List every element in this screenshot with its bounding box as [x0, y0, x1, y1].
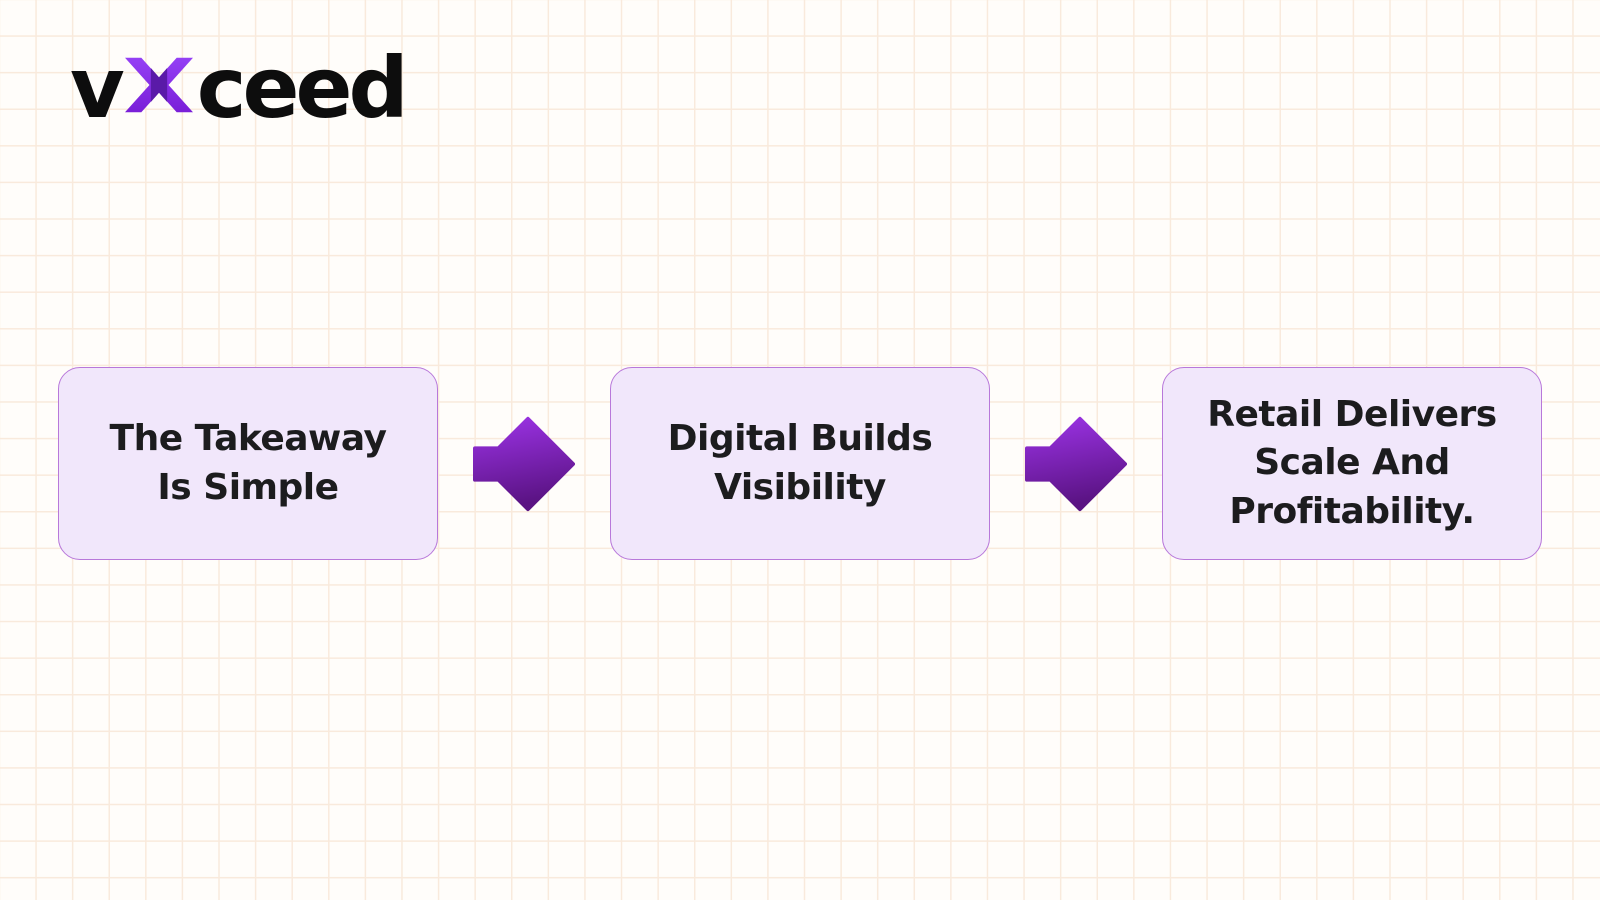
flow-step-label: Retail Delivers Scale And Profitability.	[1207, 393, 1497, 532]
vxceed-x-icon	[124, 57, 193, 113]
flow-step-digital: Digital Builds Visibility	[610, 367, 990, 560]
arrow-right-icon	[1025, 416, 1127, 511]
flow-diagram: The Takeaway Is Simple Digital Builds Vi…	[0, 367, 1600, 560]
arrow-right-icon	[473, 416, 575, 511]
flow-step-takeaway: The Takeaway Is Simple	[58, 367, 438, 560]
flow-step-label: Digital Builds Visibility	[667, 417, 933, 508]
logo-text-after: ceed	[196, 39, 409, 137]
logo-text-before: v	[70, 39, 125, 137]
flow-step-retail: Retail Delivers Scale And Profitability.	[1162, 367, 1542, 560]
flow-step-label: The Takeaway Is Simple	[109, 417, 387, 508]
vxceed-logo: v ceed	[70, 39, 409, 137]
